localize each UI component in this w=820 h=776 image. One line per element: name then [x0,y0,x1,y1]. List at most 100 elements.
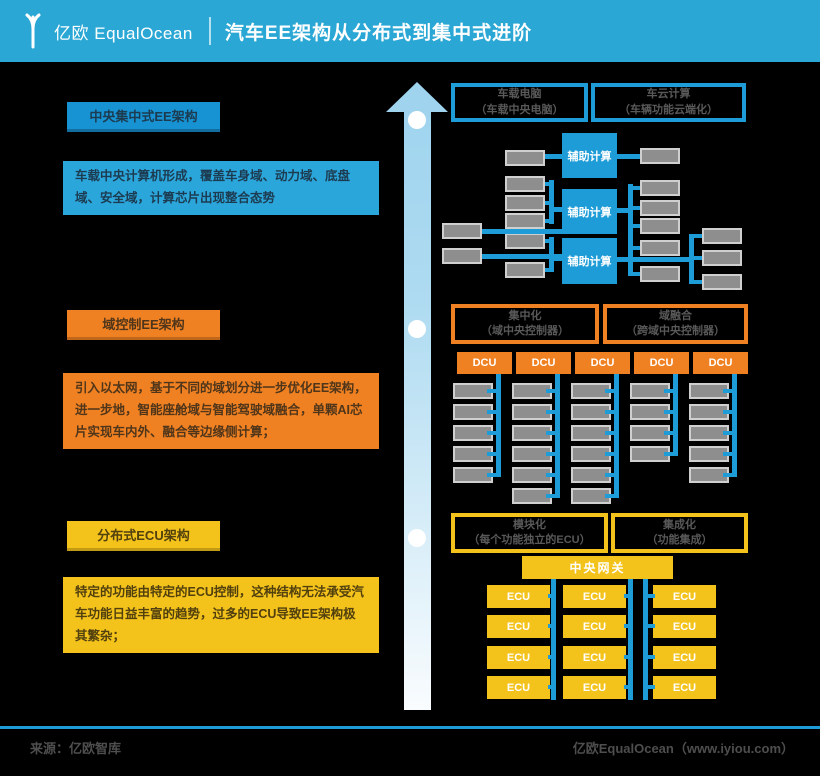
connector [628,224,640,228]
ecu-box: ECU [487,615,550,638]
connector [624,594,632,598]
connector [605,431,614,435]
distributed-header-box-2: 集成化 （功能集成） [611,513,748,553]
stage-desc-central: 车载中央计算机形成，覆盖车身域、动力域、底盘域、安全域，计算芯片出现整合态势 [63,161,379,215]
gray-node [640,148,680,164]
connector [482,229,562,234]
header-divider [208,17,211,45]
gray-node [505,262,545,278]
connector [689,234,702,238]
domain-header2-line1: 域融合 [659,309,692,322]
connector [628,184,633,274]
connector [482,254,562,259]
connector [624,685,632,689]
connector [664,452,673,456]
connector [614,374,619,498]
ecu-box: ECU [653,585,716,608]
connector [545,154,562,159]
gray-node [442,248,482,264]
ecu-box: ECU [653,676,716,699]
gray-node [640,180,680,196]
footer-divider [0,726,820,729]
connector [487,431,496,435]
logo: 亿欧 EqualOcean [18,13,193,49]
connector [723,473,732,477]
connector [723,410,732,414]
central-header2-line2: （车辆功能云端化） [619,103,718,116]
connector [549,207,562,212]
connector [545,219,551,223]
connector [723,452,732,456]
connector [664,410,673,414]
equalocean-logo-icon [25,13,41,49]
aux-compute-box-2: 辅助计算 [562,189,617,234]
gray-node [702,228,742,244]
gray-node [505,213,545,229]
stage-label-domain: 域控制EE架构 [67,310,220,340]
connector [624,655,632,659]
distributed-header1-line1: 模块化 [513,518,546,531]
connector [487,389,496,393]
logo-cn: 亿欧 [54,23,89,43]
connector [605,473,614,477]
connector [689,256,702,260]
connector [645,685,655,689]
domain-header1-line2: （域中央控制器） [481,325,569,337]
connector [664,431,673,435]
ecu-box: ECU [487,676,550,699]
dcu-box: DCU [516,352,571,374]
ecu-box: ECU [487,585,550,608]
gray-node [640,200,680,216]
connector [624,624,632,628]
domain-header1-line1: 集中化 [508,309,542,322]
connector [628,206,640,210]
connector [617,208,632,213]
domain-header-box-2: 域融合 （跨域中央控制器） [603,304,748,344]
central-header2-line1: 车云计算 [646,88,691,101]
aux-compute-box-3: 辅助计算 [562,238,617,284]
gray-node [640,266,680,282]
domain-header-box-1: 集中化 （域中央控制器） [451,304,599,344]
connector [617,257,693,262]
stage-label-distributed: 分布式ECU架构 [67,521,220,551]
connector [645,594,655,598]
connector [617,154,640,159]
dcu-box: DCU [457,352,512,374]
gray-node [505,150,545,166]
gray-node [702,274,742,290]
connector [605,410,614,414]
connector [548,624,556,628]
connector [545,182,551,186]
connector [546,494,555,498]
stage-desc-domain: 引入以太网，基于不同的域划分进一步优化EE架构，进一步地，智能座舱域与智能驾驶域… [63,373,379,449]
connector [555,374,560,498]
central-header-box-2: 车云计算 （车辆功能云端化） [591,83,746,122]
connector [548,685,556,689]
ecu-box: ECU [653,646,716,669]
central-header1-line2: （车载中央电脑） [475,103,564,116]
ecu-box: ECU [563,615,626,638]
connector [628,246,640,250]
distributed-header2-line1: 集成化 [663,518,696,531]
gray-node [505,176,545,192]
logo-text: 亿欧 EqualOcean [54,19,193,44]
page-title: 汽车EE架构从分布式到集中式进阶 [224,22,533,44]
connector [487,410,496,414]
footer-source: 来源：亿欧智库 [30,741,122,756]
aux-compute-box-1: 辅助计算 [562,133,617,178]
connector [645,655,655,659]
distributed-header1-line2: （每个功能独立的ECU） [468,534,591,546]
stage-label-central: 中央集中式EE架构 [67,102,220,132]
gray-node [640,218,680,234]
connector [551,579,556,700]
up-arrow-icon [386,82,448,710]
connector [546,452,555,456]
connector [605,494,614,498]
connector [546,410,555,414]
connector [546,431,555,435]
header-bar: 亿欧 EqualOcean 汽车EE架构从分布式到集中式进阶 [0,0,820,62]
connector [605,452,614,456]
connector [545,239,551,243]
connector [628,186,640,190]
